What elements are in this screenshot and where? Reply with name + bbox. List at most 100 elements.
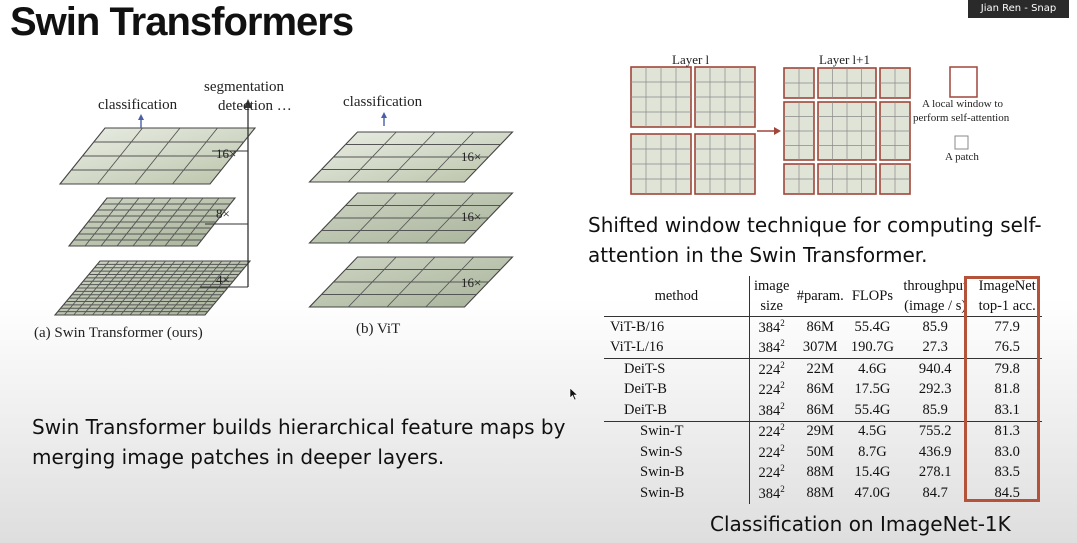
layer-l1-label: Layer l+1 — [819, 52, 871, 67]
row-throughput: 85.9 — [898, 316, 973, 338]
layer-l1-window — [817, 163, 877, 195]
row-image-size: 3842 — [748, 400, 794, 421]
swin-right-label-1: segmentation — [204, 79, 284, 95]
vit-map-3 — [308, 256, 514, 308]
row-image-size-exponent: 2 — [780, 442, 785, 453]
row-image-size-exponent: 2 — [780, 380, 785, 391]
row-accuracy: 79.8 — [972, 358, 1042, 380]
row-accuracy: 81.8 — [994, 381, 1020, 398]
row-flops: 4.6G — [846, 358, 899, 380]
row-throughput: 292.3 — [918, 381, 952, 398]
layer-l-window — [694, 66, 756, 128]
header-throughput-line2: (image / s) — [904, 298, 967, 314]
row-flops: 4.5G — [846, 420, 899, 442]
vit-scale-1: 16× — [461, 149, 482, 164]
row-image-size: 2242 — [748, 442, 794, 463]
row-image-size-value: 384 — [758, 319, 781, 336]
row-image-size: 2242 — [748, 420, 794, 442]
legend-patch-label: A patch — [945, 151, 979, 163]
row-params: 86M — [793, 316, 847, 338]
row-throughput: 27.3 — [922, 339, 948, 356]
layer-l1-window — [783, 101, 815, 161]
legend-window-label-2: perform self-attention — [913, 112, 1010, 124]
row-params: 86M — [806, 381, 834, 398]
vit-scale-3: 16× — [461, 275, 482, 290]
header-accuracy: ImageNet top-1 acc. — [972, 276, 1042, 317]
row-accuracy: 83.0 — [994, 443, 1020, 460]
row-accuracy: 83.5 — [994, 464, 1020, 481]
swin-right-label-2: detection … — [218, 98, 292, 114]
results-table-container: method image size #param. FLOPs throughp… — [604, 276, 1042, 504]
swin-top-label: classification — [98, 97, 178, 113]
header-image-size: image size — [748, 276, 794, 317]
layer-l1-window — [783, 163, 815, 195]
row-method: Swin-T — [604, 420, 750, 442]
row-method: Swin-S — [640, 443, 683, 460]
row-throughput: 85.9 — [922, 401, 948, 418]
row-method: ViT-B/16 — [604, 316, 750, 338]
shifted-window-caption-line1: Shifted window technique for computing s… — [588, 213, 1042, 237]
row-params: 88M — [806, 464, 834, 481]
swin-scale-4: 4× — [216, 272, 230, 287]
swin-map-8x — [67, 197, 237, 247]
row-accuracy: 83.1 — [994, 401, 1020, 418]
row-method: ViT-L/16 — [610, 339, 664, 356]
row-image-size-value: 224 — [758, 424, 781, 441]
row-params: 307M — [802, 339, 838, 356]
row-method: DeiT-B — [624, 381, 667, 398]
row-flops: 55.4G — [846, 316, 899, 338]
layer-l-window — [630, 133, 692, 195]
vit-scale-2: 16× — [461, 209, 482, 224]
row-image-size: 2242 — [748, 462, 794, 483]
shifted-window-caption-line2: attention in the Swin Transformer. — [588, 243, 928, 267]
row-image-size-exponent: 2 — [780, 317, 785, 328]
speaker-name-badge: Jian Ren - Snap — [968, 0, 1069, 18]
row-image-size: 2242 — [748, 379, 794, 400]
swin-map-4x — [53, 260, 252, 316]
row-throughput: 278.1 — [918, 464, 952, 481]
table-caption: Classification on ImageNet-1K — [710, 512, 1011, 536]
layer-l1-window — [879, 101, 911, 161]
row-accuracy: 76.5 — [994, 339, 1020, 356]
row-flops: 15.4G — [854, 464, 891, 481]
layer-l1-window — [817, 67, 877, 99]
row-throughput: 940.4 — [898, 358, 973, 380]
row-method: DeiT-S — [604, 358, 750, 380]
row-image-size-exponent: 2 — [780, 463, 785, 474]
legend-patch-icon — [954, 135, 969, 150]
vit-map-1 — [308, 131, 514, 183]
header-accuracy-line1: ImageNet — [978, 278, 1036, 294]
swin-scale-16: 16× — [216, 146, 237, 161]
header-image-size-line2: size — [760, 298, 783, 314]
row-image-size-value: 384 — [758, 402, 781, 419]
header-throughput-line1: throughput — [903, 278, 967, 294]
row-image-size-exponent: 2 — [780, 359, 785, 370]
row-accuracy: 77.9 — [972, 316, 1042, 338]
row-throughput: 436.9 — [918, 443, 952, 460]
row-params: 22M — [793, 358, 847, 380]
vit-map-2 — [308, 192, 514, 244]
header-flops: FLOPs — [851, 288, 893, 304]
row-method: Swin-B — [640, 484, 685, 501]
row-image-size: 3842 — [748, 483, 794, 504]
table-header-row: method image size #param. FLOPs throughp… — [604, 276, 1042, 317]
swin-map-16x — [58, 127, 257, 185]
row-image-size-exponent: 2 — [780, 422, 785, 433]
hierarchy-caption-line1: Swin Transformer builds hierarchical fea… — [32, 415, 566, 439]
row-params: 86M — [806, 401, 834, 418]
slide-title: Swin Transformers — [10, 0, 354, 44]
row-image-size-value: 384 — [758, 485, 781, 502]
row-params: 29M — [793, 420, 847, 442]
row-image-size: 3842 — [748, 316, 794, 338]
vit-top-label: classification — [343, 94, 423, 110]
legend-window-label-1: A local window to — [922, 98, 1003, 110]
row-flops: 17.5G — [854, 381, 891, 398]
row-flops: 47.0G — [854, 484, 891, 501]
scale-axis-arrow — [244, 99, 252, 108]
